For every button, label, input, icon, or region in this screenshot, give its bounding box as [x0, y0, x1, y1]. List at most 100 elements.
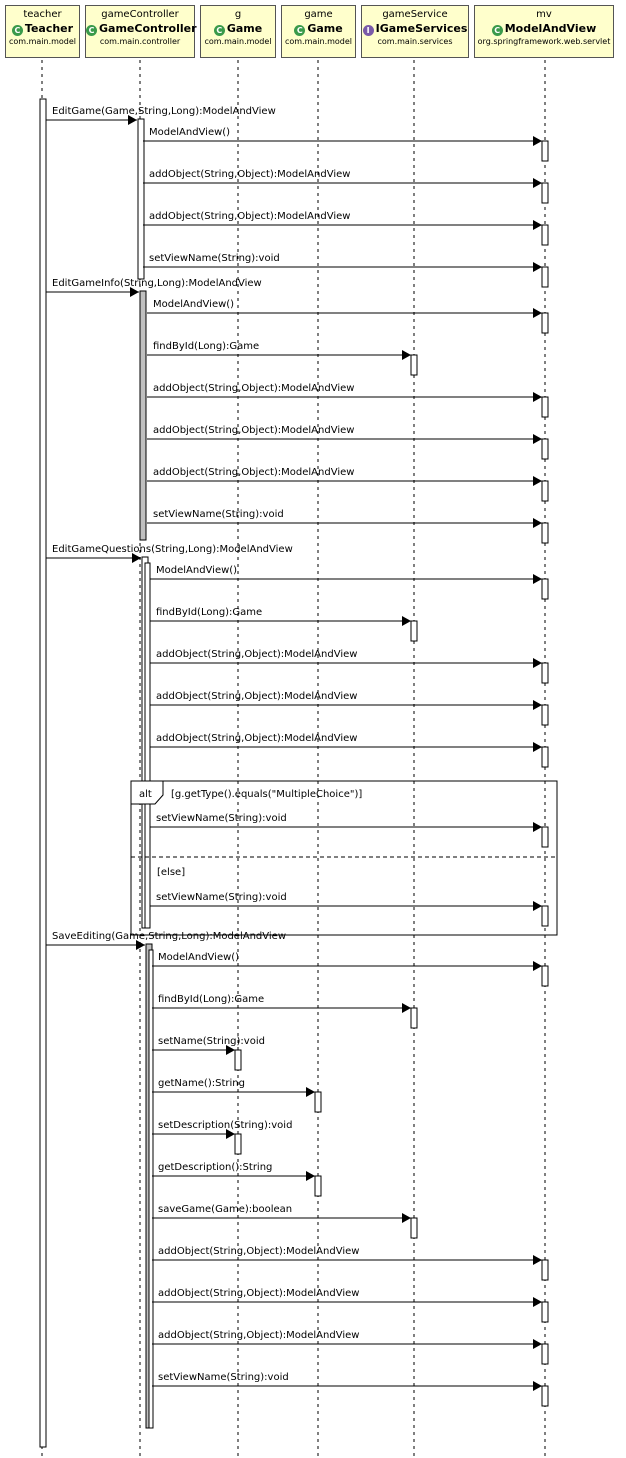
controller-nested-activation [144, 562, 151, 929]
message-2: addObject(String,Object):ModelAndView [143, 169, 549, 204]
participant-instance: teacher [23, 9, 62, 20]
message-18: setViewName(String):void [150, 813, 549, 848]
participant-class: ModelAndView [504, 22, 597, 35]
message-label: addObject(String,Object):ModelAndView [158, 1288, 359, 1299]
message-13: ModelAndView() [150, 565, 549, 600]
target-activation [410, 354, 418, 376]
message-1: ModelAndView() [143, 127, 549, 162]
message-29: addObject(String,Object):ModelAndView [152, 1288, 549, 1323]
message-label: getName():String [158, 1078, 245, 1089]
message-27: saveGame(Game):boolean [152, 1204, 418, 1239]
message-12: EditGameQuestions(String,Long):ModelAndV… [46, 544, 293, 563]
target-activation [314, 1175, 322, 1197]
message-0: EditGame(Game,String,Long):ModelAndView [46, 106, 276, 125]
alt-else-guard: [else] [157, 867, 185, 878]
participant-package: org.springframework.web.servlet [477, 37, 611, 46]
message-26: getDescription():String [152, 1162, 322, 1197]
message-label: addObject(String,Object):ModelAndView [156, 649, 357, 660]
controller-activation [139, 290, 147, 541]
target-activation [410, 1217, 418, 1239]
message-6: ModelAndView() [147, 299, 549, 334]
participant-package: com.main.controller [99, 37, 181, 46]
target-activation [541, 1385, 549, 1407]
target-activation [541, 396, 549, 418]
message-label: ModelAndView() [156, 565, 237, 576]
message-11: setViewName(String):void [147, 509, 549, 544]
target-activation [541, 1343, 549, 1365]
message-4: setViewName(String):void [143, 253, 549, 288]
message-22: findById(Long):Game [152, 994, 418, 1029]
message-label: SaveEditing(Game,String,Long):ModelAndVi… [52, 931, 286, 942]
alt-fragment: alt[g.getType().equals("MultipleChoice")… [130, 780, 558, 936]
target-activation [541, 480, 549, 502]
target-activation [410, 620, 418, 642]
message-17: addObject(String,Object):ModelAndView [150, 733, 549, 768]
participant-package: com.main.model [8, 37, 77, 46]
target-activation [541, 826, 549, 848]
message-28: addObject(String,Object):ModelAndView [152, 1246, 549, 1281]
participant-class: GameController [99, 22, 197, 35]
class-icon: C [86, 25, 97, 36]
participant-class: Game [226, 22, 263, 35]
message-label: setViewName(String):void [153, 509, 284, 520]
message-label: addObject(String,Object):ModelAndView [153, 425, 354, 436]
class-icon: C [491, 25, 503, 36]
message-24: getName():String [152, 1078, 322, 1113]
target-activation [541, 578, 549, 600]
message-label: EditGameInfo(String,Long):ModelAndView [52, 278, 262, 289]
message-label: EditGame(Game,String,Long):ModelAndView [52, 106, 276, 117]
message-19: setViewName(String):void [150, 892, 549, 927]
alt-guard: [g.getType().equals("MultipleChoice")] [171, 789, 362, 800]
target-activation [410, 1007, 418, 1029]
message-label: setDescription(String):void [158, 1120, 292, 1131]
participant-package: com.main.services [377, 37, 453, 46]
class-icon: C [11, 25, 23, 36]
class-icon: C [213, 25, 225, 36]
message-label: getDescription():String [158, 1162, 272, 1173]
message-23: setName(String):void [152, 1036, 265, 1071]
participant-instance: gameService [382, 9, 448, 20]
message-label: setViewName(String):void [156, 813, 287, 824]
controller-nested-activation [148, 949, 154, 1429]
message-label: addObject(String,Object):ModelAndView [156, 691, 357, 702]
target-activation [541, 266, 549, 288]
message-label: addObject(String,Object):ModelAndView [153, 467, 354, 478]
target-activation [541, 438, 549, 460]
message-15: addObject(String,Object):ModelAndView [150, 649, 549, 684]
message-30: addObject(String,Object):ModelAndView [152, 1330, 549, 1365]
message-8: addObject(String,Object):ModelAndView [147, 383, 549, 418]
target-activation [541, 140, 549, 162]
participant-class: Teacher [24, 22, 74, 35]
target-activation [541, 1301, 549, 1323]
message-label: setName(String):void [158, 1036, 265, 1047]
message-label: setViewName(String):void [156, 892, 287, 903]
target-activation [234, 1133, 242, 1155]
target-activation [234, 1049, 242, 1071]
message-label: addObject(String,Object):ModelAndView [149, 169, 350, 180]
participant-instance: game [304, 9, 333, 20]
participant-instance: mv [536, 9, 552, 20]
target-activation [541, 312, 549, 334]
message-label: ModelAndView() [149, 127, 230, 138]
target-activation [314, 1091, 322, 1113]
target-activation [541, 1259, 549, 1281]
participant-package: com.main.model [284, 37, 353, 46]
message-14: findById(Long):Game [150, 607, 418, 642]
message-16: addObject(String,Object):ModelAndView [150, 691, 549, 726]
message-9: addObject(String,Object):ModelAndView [147, 425, 549, 460]
interface-icon: I [362, 25, 374, 36]
message-10: addObject(String,Object):ModelAndView [147, 467, 549, 502]
target-activation [541, 662, 549, 684]
class-icon: C [294, 25, 306, 36]
message-label: findById(Long):Game [158, 994, 264, 1005]
message-label: addObject(String,Object):ModelAndView [156, 733, 357, 744]
message-label: addObject(String,Object):ModelAndView [158, 1246, 359, 1257]
participant-package: com.main.model [204, 37, 272, 46]
target-activation [541, 704, 549, 726]
